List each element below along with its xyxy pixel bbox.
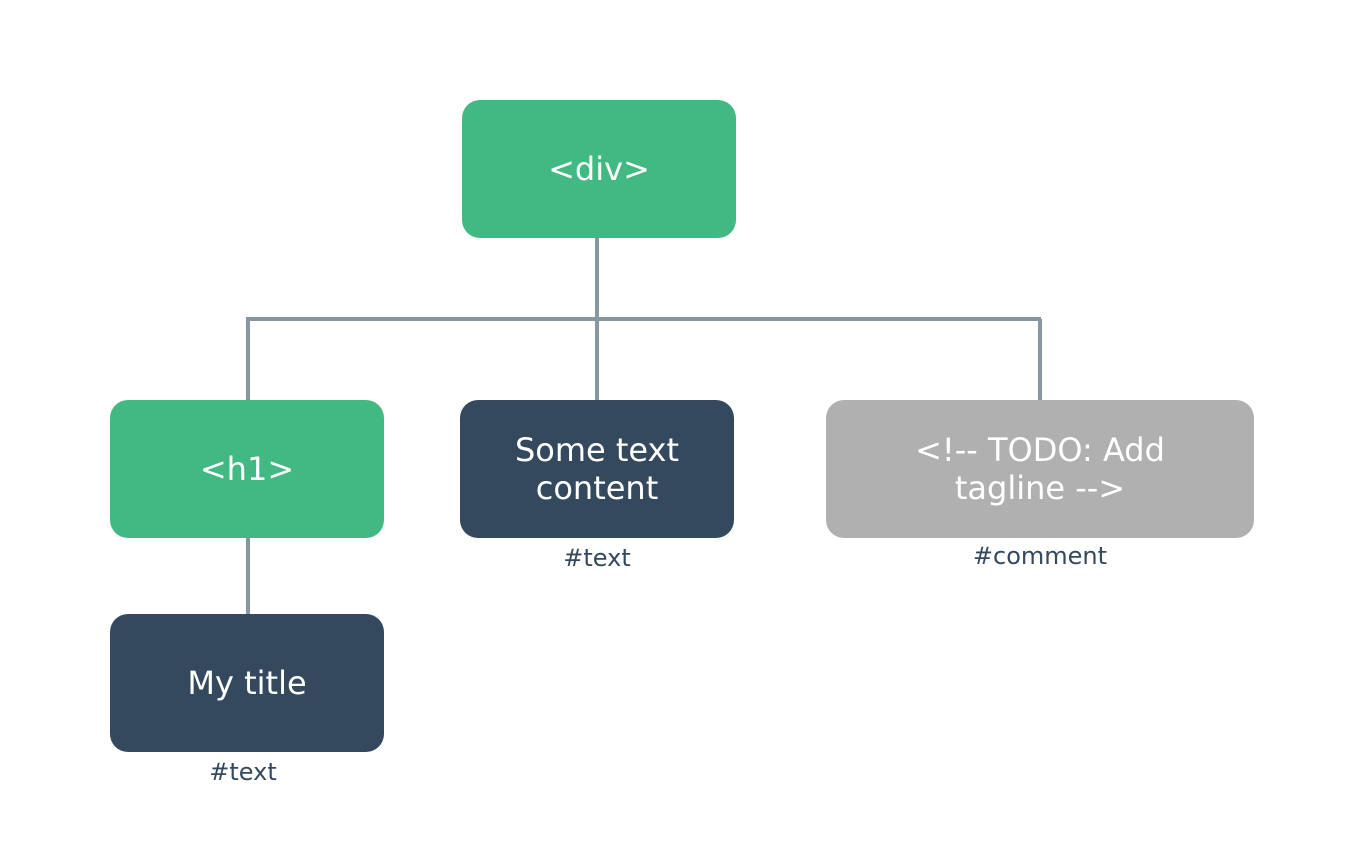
node-some-text-caption: #text [563,544,631,572]
node-div-element: <div> [462,100,736,238]
node-some-text: Some text content [460,400,734,538]
node-comment-label: <!-- TODO: Add tagline --> [915,430,1165,507]
node-my-title-caption: #text [209,758,277,786]
node-div-label: <div> [548,149,650,188]
node-h1-label: <h1> [199,449,295,488]
node-my-title-label: My title [187,663,307,702]
node-some-text-label: Some text content [514,430,680,507]
node-h1-element: <h1> [110,400,384,538]
node-comment: <!-- TODO: Add tagline --> [826,400,1254,538]
node-my-title: My title [110,614,384,752]
node-comment-caption: #comment [972,542,1108,570]
